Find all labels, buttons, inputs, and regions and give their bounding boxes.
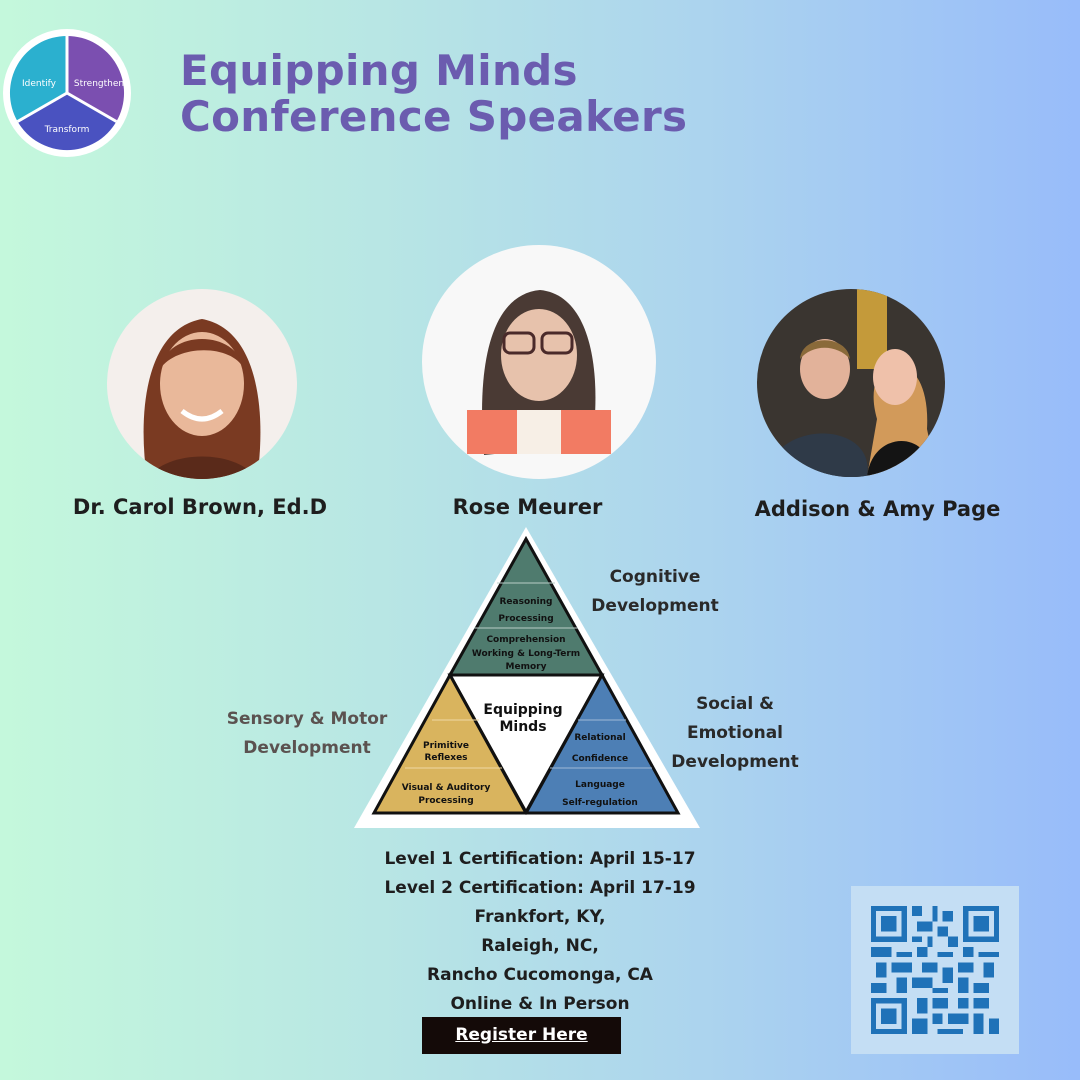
cycle-logo-icon: Identify Strengthen Transform — [3, 29, 131, 157]
label-sensory-motor-development: Sensory & Motor Development — [226, 709, 388, 758]
svg-text:Working & Long-Term: Working & Long-Term — [472, 649, 580, 659]
speaker-name-rose-meurer: Rose Meurer — [452, 495, 603, 519]
svg-text:Comprehension: Comprehension — [486, 635, 565, 645]
svg-text:Strengthen: Strengthen — [74, 79, 124, 89]
speaker-photo-addison-amy-page — [757, 289, 945, 477]
speaker-name-addison-amy-page: Addison & Amy Page — [754, 497, 1001, 521]
label-cognitive-development: Cognitive Development — [591, 567, 719, 616]
svg-text:Reflexes: Reflexes — [424, 753, 467, 763]
level-2-dates: Level 2 Certification: April 17-19 — [384, 878, 696, 898]
event-details: Level 1 Certification: April 15-17 Level… — [330, 845, 750, 1019]
speaker-photo-carol-brown — [107, 289, 297, 479]
svg-text:Transform: Transform — [44, 125, 90, 135]
location-frankfort: Frankfort, KY, — [474, 907, 606, 927]
title-line-2: Conference Speakers — [180, 92, 688, 141]
svg-text:Relational: Relational — [574, 733, 625, 743]
title-line-1: Equipping Minds — [180, 46, 578, 95]
svg-text:Visual & Auditory: Visual & Auditory — [402, 783, 491, 793]
location-rancho: Rancho Cucomonga, CA — [427, 965, 653, 985]
location-raleigh: Raleigh, NC, — [481, 936, 599, 956]
page-title: Equipping Minds Conference Speakers — [180, 48, 687, 140]
svg-text:Processing: Processing — [418, 796, 473, 806]
svg-text:Language: Language — [575, 780, 625, 790]
svg-text:Self-regulation: Self-regulation — [562, 798, 638, 808]
label-social-emotional-development: Social & Emotional Development — [671, 694, 799, 772]
speaker-photo-rose-meurer — [422, 245, 656, 479]
qr-code-icon — [871, 906, 999, 1034]
attendance-mode: Online & In Person — [450, 994, 630, 1014]
svg-text:Equipping: Equipping — [483, 702, 562, 718]
svg-text:Confidence: Confidence — [572, 754, 628, 764]
svg-text:Identify: Identify — [22, 79, 57, 89]
qr-code[interactable] — [851, 886, 1019, 1054]
svg-text:Minds: Minds — [499, 719, 546, 735]
equipping-minds-pyramid-diagram: Reasoning Processing Comprehension Worki… — [350, 525, 710, 835]
equipping-minds-logo: Identify Strengthen Transform — [2, 28, 132, 158]
svg-text:Memory: Memory — [506, 662, 547, 672]
register-here-button[interactable]: Register Here — [422, 1017, 621, 1054]
svg-text:Processing: Processing — [498, 614, 553, 624]
level-1-dates: Level 1 Certification: April 15-17 — [384, 849, 696, 869]
svg-text:Primitive: Primitive — [423, 741, 469, 751]
speaker-name-carol-brown: Dr. Carol Brown, Ed.D — [72, 495, 328, 519]
svg-text:Reasoning: Reasoning — [500, 597, 553, 607]
